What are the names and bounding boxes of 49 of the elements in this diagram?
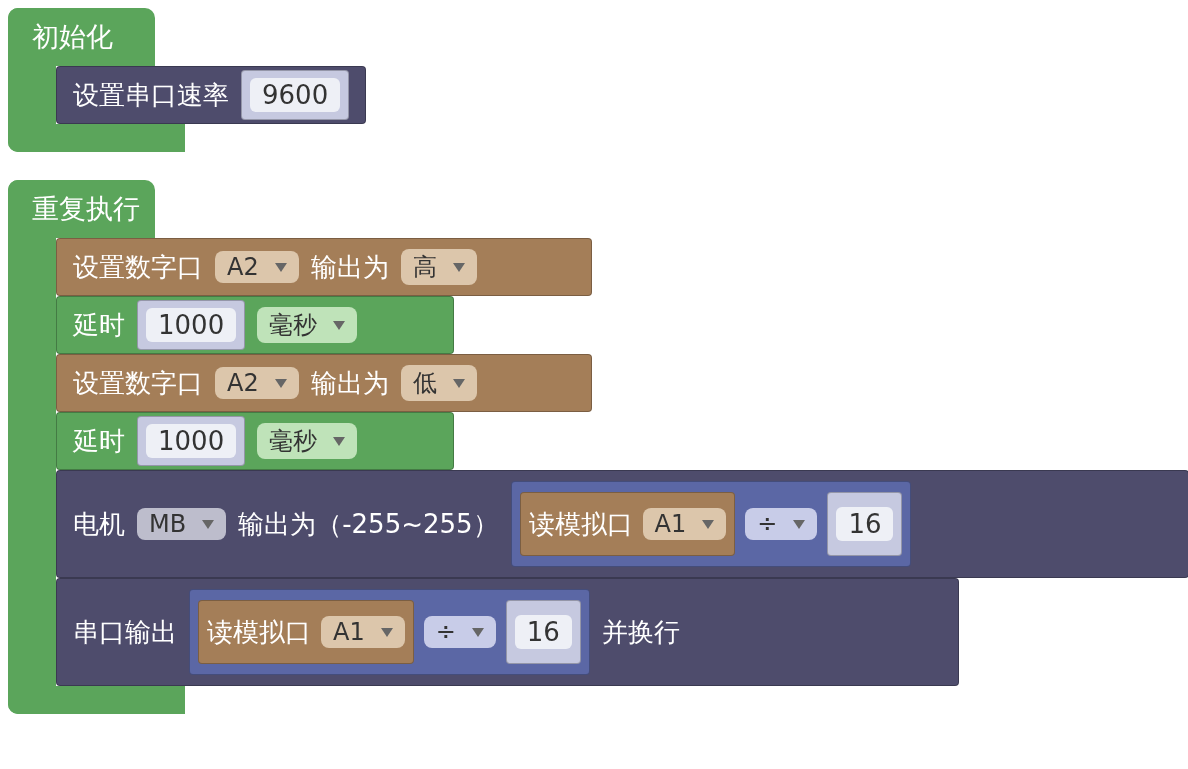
block-label: 读模拟口 <box>207 615 311 649</box>
number-block <box>827 492 903 556</box>
dropdown-field: 毫秒 <box>257 423 358 459</box>
block-label: 电机 <box>73 507 125 541</box>
block-label: 并换行 <box>601 615 680 649</box>
dropdown-field: A2 <box>215 251 299 283</box>
block-heading: 初始化 <box>8 8 155 66</box>
dropdown-field: A2 <box>215 367 299 399</box>
arithmetic-block <box>510 481 912 567</box>
number-field: 9600 <box>250 78 341 112</box>
statement-block <box>56 412 454 470</box>
number-field: 16 <box>514 615 572 649</box>
loop-block <box>8 180 1188 714</box>
dropdown-field: 毫秒 <box>257 307 358 343</box>
dropdown-field: ÷ <box>745 508 818 540</box>
statement-block <box>56 470 1188 578</box>
number-block <box>137 300 246 350</box>
block-label: 设置串口速率 <box>73 78 229 112</box>
block-label: 设置数字口 <box>73 366 203 400</box>
block-label: 输出为 <box>310 250 389 284</box>
loop-block <box>8 8 367 152</box>
statement-block <box>56 238 592 296</box>
block-label: 串口输出 <box>73 615 177 649</box>
number-block <box>241 70 350 120</box>
block-label: 输出为（-255~255） <box>238 507 499 541</box>
dropdown-field: 高 <box>400 249 477 285</box>
block-label: 设置数字口 <box>73 250 203 284</box>
number-block <box>505 600 581 664</box>
statement-block <box>56 354 592 412</box>
block-label: 输出为 <box>310 366 389 400</box>
sensor-block <box>519 492 736 556</box>
arithmetic-block <box>189 589 590 675</box>
dropdown-field: A1 <box>321 616 405 648</box>
block-label: 读模拟口 <box>528 507 633 541</box>
sensor-block <box>198 600 414 664</box>
number-field: 1000 <box>146 308 237 342</box>
statement-block <box>56 296 454 354</box>
dropdown-field: 低 <box>400 365 477 401</box>
number-field: 1000 <box>146 424 237 458</box>
dropdown-field: A1 <box>642 508 727 540</box>
number-field: 16 <box>836 507 894 541</box>
dropdown-field: MB <box>137 508 227 540</box>
block-label: 延时 <box>73 308 125 342</box>
block-heading: 重复执行 <box>8 180 155 238</box>
statement-block <box>56 66 367 124</box>
number-block <box>137 416 246 466</box>
dropdown-field: ÷ <box>423 616 496 648</box>
block-label: 延时 <box>73 424 125 458</box>
statement-block <box>56 578 959 686</box>
